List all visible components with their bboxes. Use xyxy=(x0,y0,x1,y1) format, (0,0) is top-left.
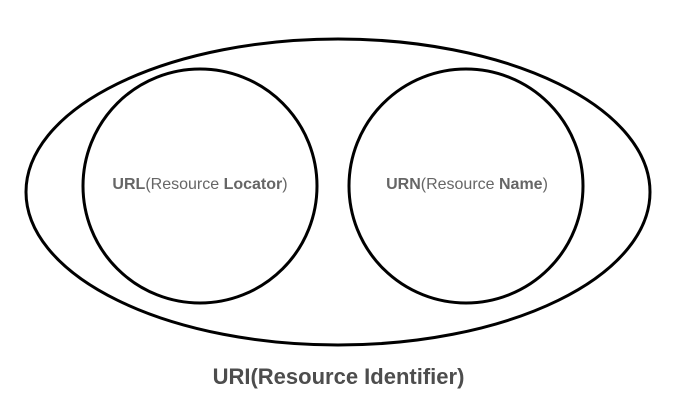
url-close-paren: ) xyxy=(282,176,288,193)
url-abbrev: URL xyxy=(112,176,146,193)
urn-abbrev: URN xyxy=(386,176,421,193)
urn-close-paren: ) xyxy=(542,176,548,193)
url-locator-word: Locator xyxy=(223,176,283,193)
urn-circle xyxy=(347,67,585,305)
urn-resource-text: (Resource xyxy=(420,176,499,193)
url-label: URL(Resource Locator) xyxy=(90,176,310,194)
uri-caption: URI(Resource Identifier) xyxy=(0,364,677,390)
uri-description: (Resource Identifier) xyxy=(250,364,465,389)
url-resource-text: (Resource xyxy=(145,176,224,193)
urn-name-word: Name xyxy=(499,176,543,193)
uri-ellipse xyxy=(24,37,652,347)
urn-label: URN(Resource Name) xyxy=(357,176,577,194)
url-circle xyxy=(81,67,319,305)
uri-abbrev: URI xyxy=(212,364,251,389)
